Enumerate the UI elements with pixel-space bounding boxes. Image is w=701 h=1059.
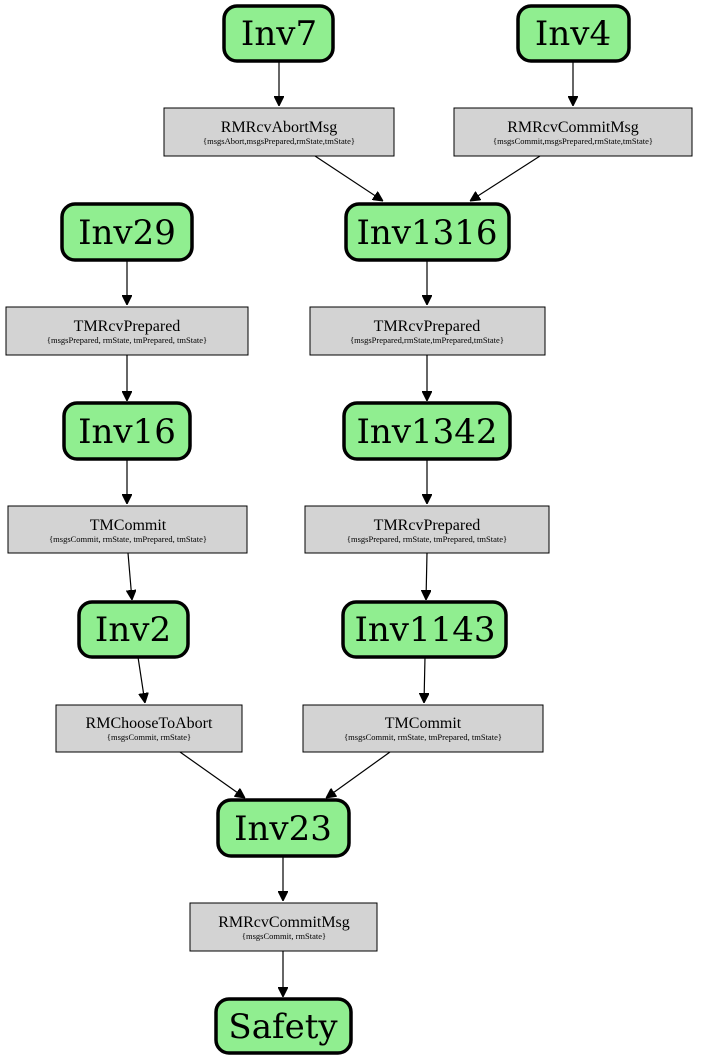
invariant-node-inv1316: Inv1316 bbox=[344, 202, 511, 262]
action-node-tmcommit: TMCommit {msgsCommit, rmState, tmPrepare… bbox=[7, 505, 248, 554]
action-node-rmrcvcommitmsg: RMRcvCommitMsg {msgsCommit,msgsPrepared,… bbox=[453, 107, 693, 157]
action-vars: {msgsPrepared,rmState,tmPrepared,tmState… bbox=[350, 335, 504, 345]
invariant-node-safety: Safety bbox=[214, 997, 353, 1055]
edges bbox=[127, 61, 573, 997]
invariant-label: Inv1316 bbox=[356, 213, 497, 253]
edge-tmcommit-to-inv2 bbox=[128, 552, 132, 600]
action-name: TMRcvPrepared bbox=[374, 517, 481, 534]
invariant-label: Inv1143 bbox=[354, 610, 495, 650]
invariant-label: Inv29 bbox=[78, 213, 176, 253]
action-vars: {msgsPrepared, rmState, tmPrepared, tmSt… bbox=[47, 335, 207, 345]
invariant-label: Inv16 bbox=[78, 412, 176, 452]
action-vars: {msgsCommit, rmState} bbox=[242, 931, 326, 941]
action-vars: {msgsCommit,msgsPrepared,rmState,tmState… bbox=[493, 136, 653, 146]
action-vars: {msgsCommit, rmState, tmPrepared, tmStat… bbox=[344, 732, 502, 742]
action-node-rmchoosetoabort: RMChooseToAbort {msgsCommit, rmState} bbox=[55, 704, 243, 753]
edge-rmrcvabort-to-inv1316 bbox=[314, 155, 383, 201]
action-vars: {msgsCommit, rmState} bbox=[107, 732, 191, 742]
invariant-label: Inv1342 bbox=[356, 412, 497, 452]
action-node-tmrcvprepared: TMRcvPrepared {msgsPrepared, rmState, tm… bbox=[5, 306, 249, 356]
action-node-tmrcvprepared: TMRcvPrepared {msgsPrepared, rmState, tm… bbox=[304, 505, 550, 554]
invariant-node-inv2: Inv2 bbox=[77, 600, 190, 659]
invariant-label: Safety bbox=[228, 1007, 338, 1047]
invariant-node-inv29: Inv29 bbox=[60, 202, 194, 262]
action-vars: {msgsPrepared, rmState, tmPrepared, tmSt… bbox=[347, 534, 507, 544]
action-node-rmrcvabortmsg: RMRcvAbortMsg {msgsAbort,msgsPrepared,rm… bbox=[163, 107, 395, 157]
action-name: RMChooseToAbort bbox=[86, 715, 213, 732]
invariant-label: Inv23 bbox=[234, 809, 332, 849]
action-name: RMRcvCommitMsg bbox=[218, 914, 350, 931]
edge-rmrcvcommit-to-inv1316 bbox=[470, 155, 541, 201]
edge-inv1143-to-tmcommit bbox=[424, 656, 425, 703]
invariant-label: Inv2 bbox=[95, 610, 171, 650]
edge-rmchoosetoabort-to-inv23 bbox=[179, 751, 245, 798]
action-vars: {msgsCommit, rmState, tmPrepared, tmStat… bbox=[49, 534, 207, 544]
invariant-node-inv23: Inv23 bbox=[216, 798, 351, 858]
action-node-tmrcvprepared: TMRcvPrepared {msgsPrepared,rmState,tmPr… bbox=[309, 306, 546, 356]
action-name: RMRcvAbortMsg bbox=[221, 119, 337, 136]
action-name: TMRcvPrepared bbox=[374, 318, 481, 335]
action-name: TMCommit bbox=[385, 715, 462, 732]
edge-tmrcvprepared-to-inv1143 bbox=[426, 552, 427, 600]
action-vars: {msgsAbort,msgsPrepared,rmState,tmState} bbox=[203, 136, 355, 146]
action-name: TMRcvPrepared bbox=[74, 318, 181, 335]
action-node-tmcommit: TMCommit {msgsCommit, rmState, tmPrepare… bbox=[302, 704, 544, 753]
invariant-node-inv16: Inv16 bbox=[62, 401, 192, 461]
action-node-rmrcvcommitmsg: RMRcvCommitMsg {msgsCommit, rmState} bbox=[189, 902, 378, 952]
action-name: RMRcvCommitMsg bbox=[507, 119, 639, 136]
invariant-node-inv4: Inv4 bbox=[516, 4, 631, 63]
invariant-node-inv1342: Inv1342 bbox=[342, 401, 512, 461]
invariant-label: Inv4 bbox=[535, 14, 611, 54]
edge-tmcommit-to-inv23 bbox=[326, 751, 391, 798]
invariant-node-inv7: Inv7 bbox=[222, 4, 335, 63]
invariant-node-inv1143: Inv1143 bbox=[341, 600, 508, 659]
invariant-label: Inv7 bbox=[241, 14, 317, 54]
action-name: TMCommit bbox=[90, 517, 167, 534]
edge-inv2-to-rmchoosetoabort bbox=[137, 656, 145, 703]
